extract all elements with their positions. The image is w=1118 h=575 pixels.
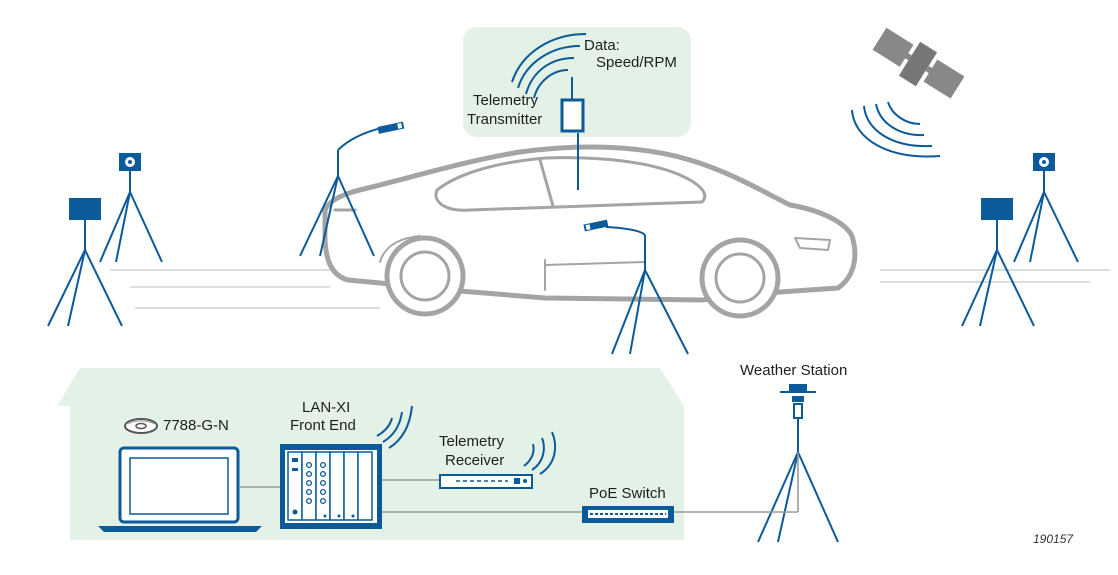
telemetry-tx-label-2: Transmitter [467,111,543,128]
telemetry-tx-label-1: Telemetry [473,92,539,109]
car-icon [322,144,858,319]
software-label: 7788-G-N [163,417,229,434]
figure-reference: 190157 [1033,532,1074,546]
satellite-icon [851,27,965,158]
data-label: Data: [584,37,620,54]
telemetry-rx-label-1: Telemetry [439,433,505,450]
telemetry-receiver-icon [439,431,557,489]
poe-switch-icon [582,506,674,523]
sensor-heads [69,121,1055,232]
lan-xi-front-end-icon [280,405,413,529]
data-speed-label: Speed/RPM [596,54,677,71]
sensor-box-left-icon [69,198,101,220]
sensor-box-right-icon [981,198,1013,220]
disc-icon [124,418,158,434]
telemetry-rx-label-2: Receiver [445,452,505,469]
cables [240,452,799,513]
microphone-center-icon [583,219,609,232]
microphone-left-icon [377,121,405,134]
weather-station-label: Weather Station [740,362,848,379]
telemetry-transmitter-icon [511,33,587,190]
sensor-tripods [47,127,1079,543]
telemetry-panel [463,27,691,137]
lan-xi-label-2: Front End [290,417,356,434]
speed-lines [110,269,1110,309]
lan-xi-label-1: LAN-XI [302,399,351,416]
poe-switch-label: PoE Switch [589,485,666,502]
laptop-icon [98,446,262,532]
weather-station-icon [780,384,816,419]
